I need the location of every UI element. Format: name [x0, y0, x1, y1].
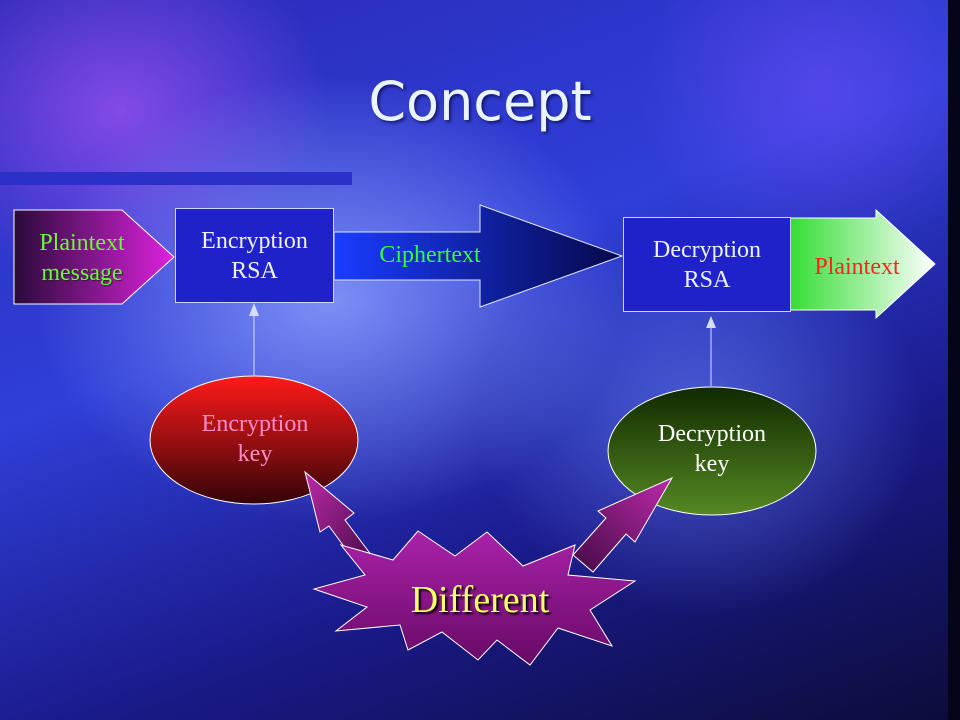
encryption-key-connector-head	[249, 303, 259, 316]
ciphertext-arrow	[333, 204, 624, 308]
decryption-rsa-box: Decryption RSA	[623, 217, 791, 312]
encryption-key-label: Encryption key	[160, 409, 350, 469]
encryption-box-line-2: RSA	[231, 257, 278, 284]
plaintext-message-shape	[13, 209, 175, 305]
plaintext-message-line-1: Plaintext	[39, 230, 125, 256]
decryption-key-line-2: key	[694, 451, 730, 477]
plaintext-message-line-2: message	[41, 260, 123, 286]
title-underline-bar	[0, 172, 352, 185]
encryption-rsa-box: Encryption RSA	[175, 208, 334, 303]
decryption-box-line-2: RSA	[683, 266, 731, 293]
different-burst-shape	[312, 530, 637, 666]
encryption-key-shape	[149, 375, 359, 505]
encryption-box-line-1: Encryption	[201, 227, 308, 254]
plaintext-message-label: Plaintext message	[14, 228, 150, 288]
plaintext-output-label: Plaintext	[814, 254, 900, 280]
decryption-key-connector-head	[706, 316, 716, 328]
slide-edge	[948, 0, 960, 720]
encryption-key-line-2: key	[237, 441, 273, 467]
different-to-decryption-arrow	[572, 476, 674, 573]
plaintext-output-arrow	[788, 208, 936, 320]
decryption-box-line-1: Decryption	[653, 236, 761, 263]
decryption-key-line-1: Decryption	[658, 421, 766, 447]
encryption-key-line-1: Encryption	[201, 411, 309, 437]
different-label: Different	[410, 579, 550, 621]
slide-title: Concept	[368, 70, 592, 133]
ciphertext-label: Ciphertext	[379, 242, 481, 268]
decryption-key-label: Decryption key	[617, 419, 807, 479]
